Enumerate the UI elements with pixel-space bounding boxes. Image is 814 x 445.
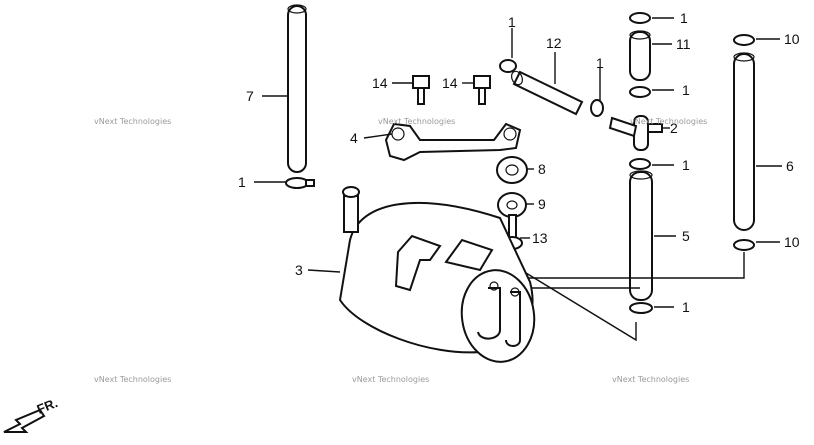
clamp-1-lower bbox=[629, 158, 651, 170]
callout-1-b: 1 bbox=[596, 55, 604, 71]
direction-label: FR. bbox=[35, 395, 60, 417]
callout-5: 5 bbox=[682, 228, 690, 244]
clamp-1-top bbox=[629, 12, 651, 24]
callout-1-f: 1 bbox=[682, 299, 690, 315]
tee-joint-2 bbox=[608, 115, 663, 151]
front-direction-arrow bbox=[3, 408, 46, 433]
watermark: vNext Technologies bbox=[378, 117, 455, 126]
callout-1-d: 1 bbox=[682, 82, 690, 98]
clamp-1-hose12-a bbox=[499, 59, 517, 73]
routing-line-tank bbox=[507, 261, 637, 342]
callout-14-right: 14 bbox=[442, 75, 458, 91]
bracket-4 bbox=[384, 122, 522, 162]
callout-labels: 1 1 1 1 1 1 1 2 3 4 5 6 7 8 9 10 10 11 1… bbox=[238, 10, 800, 315]
watermarks: vNext Technologies vNext Technologies vN… bbox=[94, 117, 707, 384]
clamp-10-top bbox=[733, 34, 755, 46]
bolt-14-left bbox=[412, 75, 430, 105]
canister-3 bbox=[338, 186, 536, 363]
callout-12: 12 bbox=[546, 35, 562, 51]
callout-1-a: 1 bbox=[508, 14, 516, 30]
callout-1-e: 1 bbox=[682, 157, 690, 173]
hose-12 bbox=[510, 70, 584, 116]
callout-1-c: 1 bbox=[680, 10, 688, 26]
bolt-14-right bbox=[473, 75, 491, 105]
routing-line-6 bbox=[528, 252, 745, 279]
callout-10-bottom: 10 bbox=[784, 234, 800, 250]
clamp-1-hose12-b bbox=[590, 99, 604, 117]
callout-9: 9 bbox=[538, 196, 546, 212]
callout-3: 3 bbox=[295, 262, 303, 278]
hose-5 bbox=[629, 170, 653, 301]
callout-11: 11 bbox=[676, 36, 691, 52]
clamp-1-mid bbox=[629, 86, 651, 98]
hose-11 bbox=[629, 30, 651, 81]
callout-8: 8 bbox=[538, 161, 546, 177]
hose-6 bbox=[733, 52, 755, 231]
callout-13: 13 bbox=[532, 230, 548, 246]
callout-7: 7 bbox=[246, 88, 254, 104]
callout-2: 2 bbox=[670, 120, 678, 136]
clamp-1-left bbox=[285, 177, 315, 189]
watermark: vNext Technologies bbox=[352, 375, 429, 384]
callout-4: 4 bbox=[350, 130, 358, 146]
callout-10-top: 10 bbox=[784, 31, 800, 47]
watermark: vNext Technologies bbox=[94, 375, 171, 384]
clamp-10-bottom bbox=[733, 239, 755, 251]
watermark: vNext Technologies bbox=[612, 375, 689, 384]
hose-7 bbox=[287, 4, 307, 173]
grommet-9 bbox=[497, 192, 527, 218]
callout-1-g: 1 bbox=[238, 174, 246, 190]
watermark: vNext Technologies bbox=[94, 117, 171, 126]
watermark: vNext Technologies bbox=[630, 117, 707, 126]
callout-14-left: 14 bbox=[372, 75, 388, 91]
clamp-1-bottom bbox=[629, 302, 653, 314]
grommet-8 bbox=[496, 156, 528, 184]
callout-6: 6 bbox=[786, 158, 794, 174]
